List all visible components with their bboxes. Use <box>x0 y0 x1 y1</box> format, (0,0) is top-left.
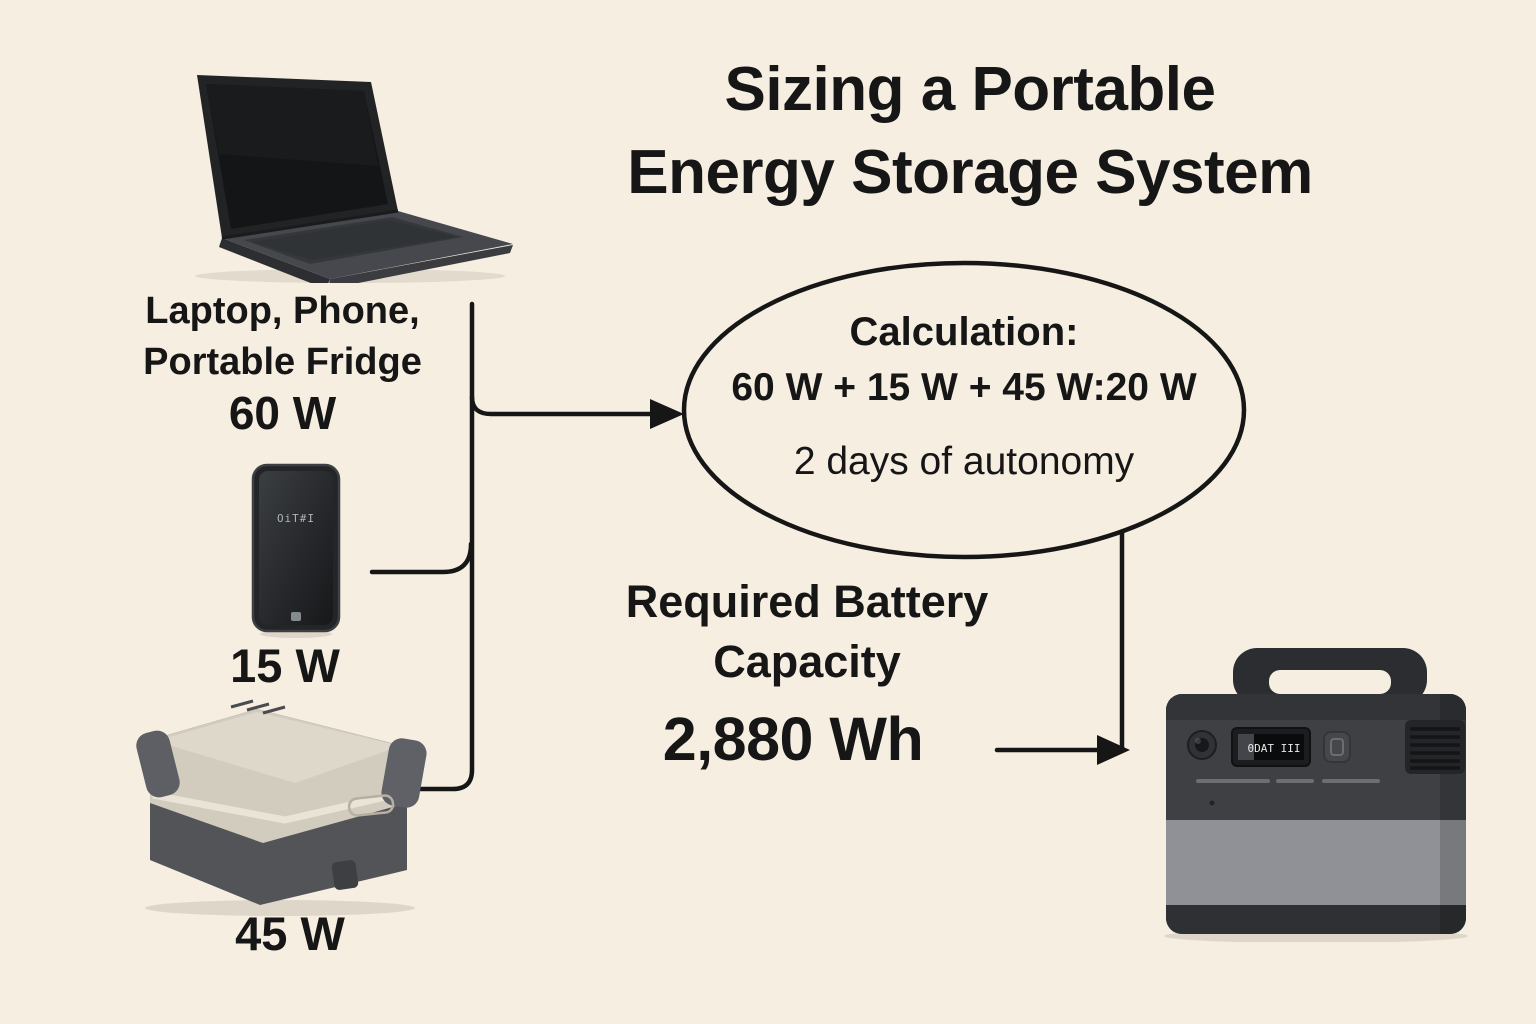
fridge-latch-handle <box>347 794 395 817</box>
phone-power-label: 15 W <box>230 639 340 692</box>
title-line-1: Sizing a Portable <box>724 55 1216 124</box>
laptop-group-power-label: 60 W <box>228 387 337 439</box>
required-capacity-value: 2,880 Wh <box>662 705 924 773</box>
fridge-vent-slats <box>230 699 286 715</box>
source-group-label-line-2: Portable Fridge <box>143 340 422 383</box>
power-station-handle <box>1233 648 1427 704</box>
phone-screen <box>259 471 333 625</box>
laptop-illustration <box>195 75 513 283</box>
laptop-screen <box>197 75 399 240</box>
required-capacity-label-line-2: Capacity <box>713 635 901 687</box>
power-station-fine-print <box>1196 779 1380 783</box>
power-station-illustration: 0DAT III <box>1164 648 1468 942</box>
source-group-label-line-1: Laptop, Phone, <box>145 290 420 332</box>
power-station-button <box>1323 731 1351 763</box>
calculation-autonomy: 2 days of autonomy <box>793 440 1135 483</box>
portable-fridge-illustration <box>136 699 427 916</box>
phone-bottom-icon <box>291 612 301 621</box>
source-group-label: Laptop, Phone, Portable Fridge <box>85 286 480 387</box>
power-station-display-text: 0DAT III <box>1248 742 1301 755</box>
arrowhead-to-power-station <box>1097 735 1130 765</box>
fridge-power-label: 45 W <box>235 907 345 960</box>
required-capacity-label-line-1: Required Battery <box>625 576 989 627</box>
connector-trunk-to-fridge <box>414 301 475 792</box>
phone-screen-logo: OiT#I <box>277 512 315 525</box>
connector-phone <box>369 541 474 575</box>
title-line-2: Energy Storage System <box>627 138 1313 208</box>
fridge-body <box>136 699 427 905</box>
calculation-bubble <box>681 260 1247 560</box>
power-station-panels <box>1166 694 1466 934</box>
power-station-vent <box>1405 720 1465 774</box>
calculation-formula: 60 W + 15 W + 45 W:20 W <box>731 366 1197 409</box>
connector-to-calculation <box>469 394 657 417</box>
fridge-bottom-handle <box>331 860 359 890</box>
required-capacity-label: Required Battery Capacity <box>608 572 1006 692</box>
calculation-heading: Calculation: <box>849 310 1079 354</box>
fridge-shadow <box>145 900 415 916</box>
phone-illustration: OiT#I <box>251 463 341 638</box>
arrowhead-to-calculation <box>650 399 684 429</box>
page-title: Sizing a Portable Energy Storage System <box>520 48 1420 214</box>
power-station-front-controls: 0DAT III <box>1187 720 1465 806</box>
